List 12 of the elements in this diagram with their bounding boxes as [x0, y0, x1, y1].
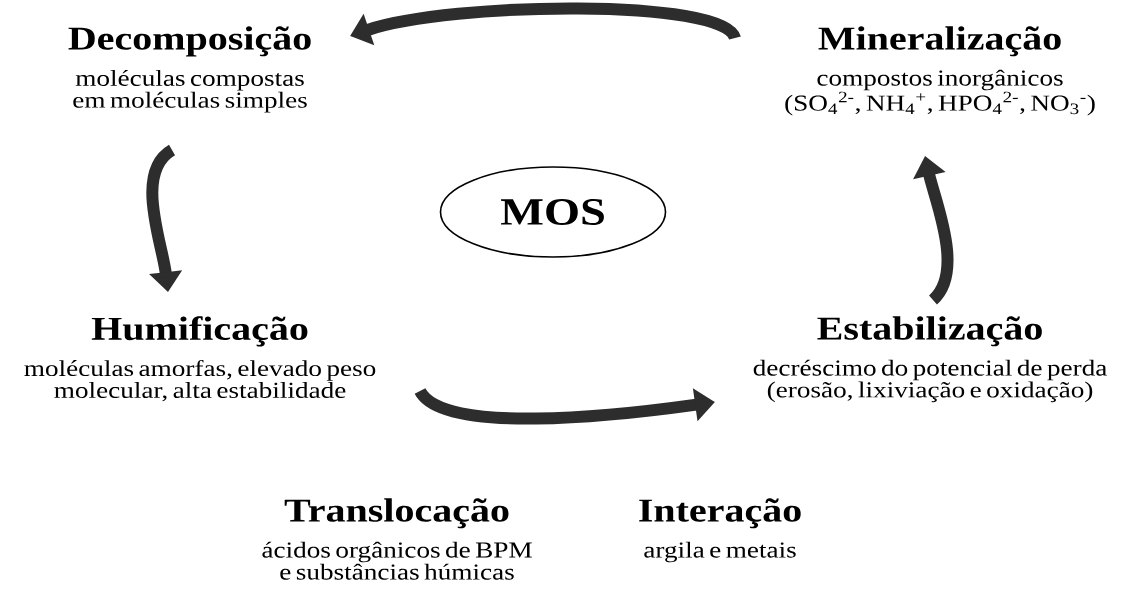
step-title: Estabilização — [817, 316, 1042, 347]
step-title: Translocação — [284, 498, 509, 529]
step-description: ácidos orgânicos de BPM e substâncias húmicas — [262, 541, 532, 580]
step-description: moléculas amorfas, elevado peso molecular, alta estabilidade — [24, 359, 376, 402]
step-title: Humificação — [91, 316, 308, 347]
step-title: Mineralização — [818, 26, 1061, 57]
step-description: argila e metais — [644, 541, 796, 563]
step-description: decréscimo do potencial de perda (erosão, lixiviação e oxidação) — [753, 359, 1107, 403]
step-description: compostos inorgânicos (SO$_{4}$$^{2-}$, NH$_{4}$$^{+}$, HPO$_{4}$$^{2-}$, NO$_{3}$$^{-}$) — [785, 69, 1095, 116]
step-description: moléculas compostas em moléculas simples — [73, 69, 307, 113]
step-title: Interação — [639, 498, 801, 529]
step-title: Decomposição — [68, 26, 311, 57]
